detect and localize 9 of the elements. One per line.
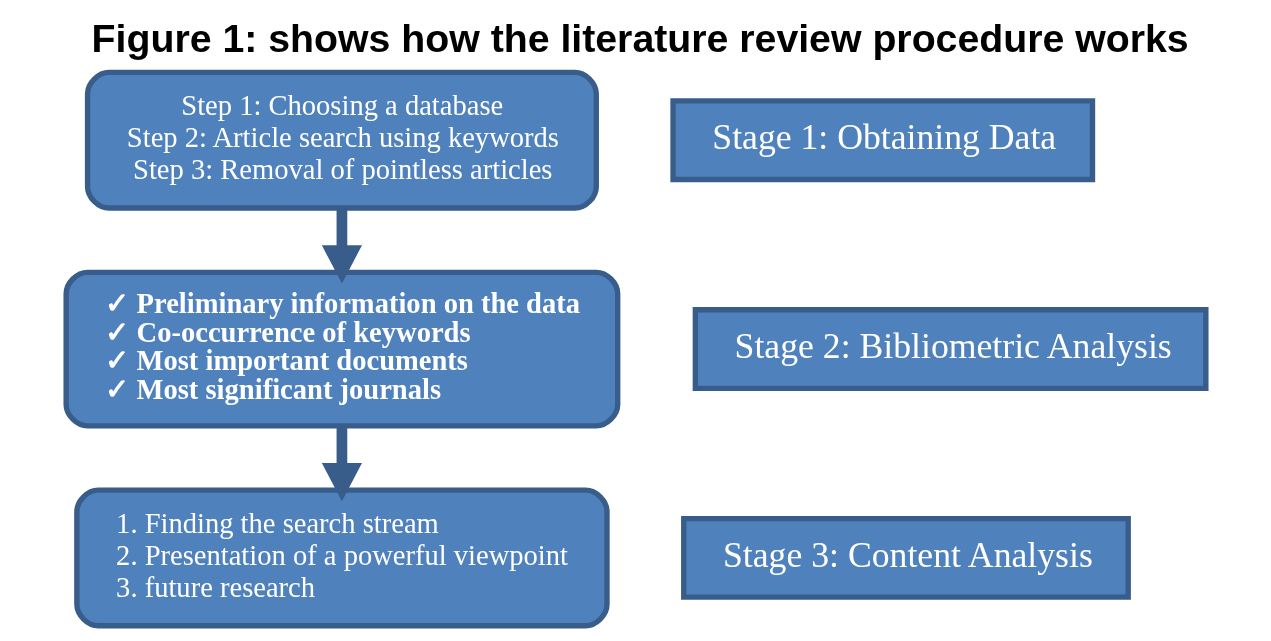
diagram-title: Figure 1: shows how the literature review procedure works [91, 16, 1189, 61]
node-box: 1. Finding the search stream 2. Presentation of a powerful viewpoint 3. future research [73, 487, 610, 629]
node-box: Step 1: Choosing a database Step 2: Article search using keywords Step 3: Removal of pointless articles [84, 69, 599, 211]
arrow [321, 208, 362, 284]
node-box: Stage 2: Bibliometric Analysis [692, 307, 1209, 391]
arrow [321, 426, 362, 502]
node-box: ✓ Preliminary information on the data ✓ Co-occurrence of keywords ✓ Most important documents ✓ Most significant journals [62, 269, 620, 429]
node-box: Stage 1: Obtaining Data [669, 98, 1095, 183]
node-box: Stage 3: Content Analysis [680, 515, 1131, 600]
